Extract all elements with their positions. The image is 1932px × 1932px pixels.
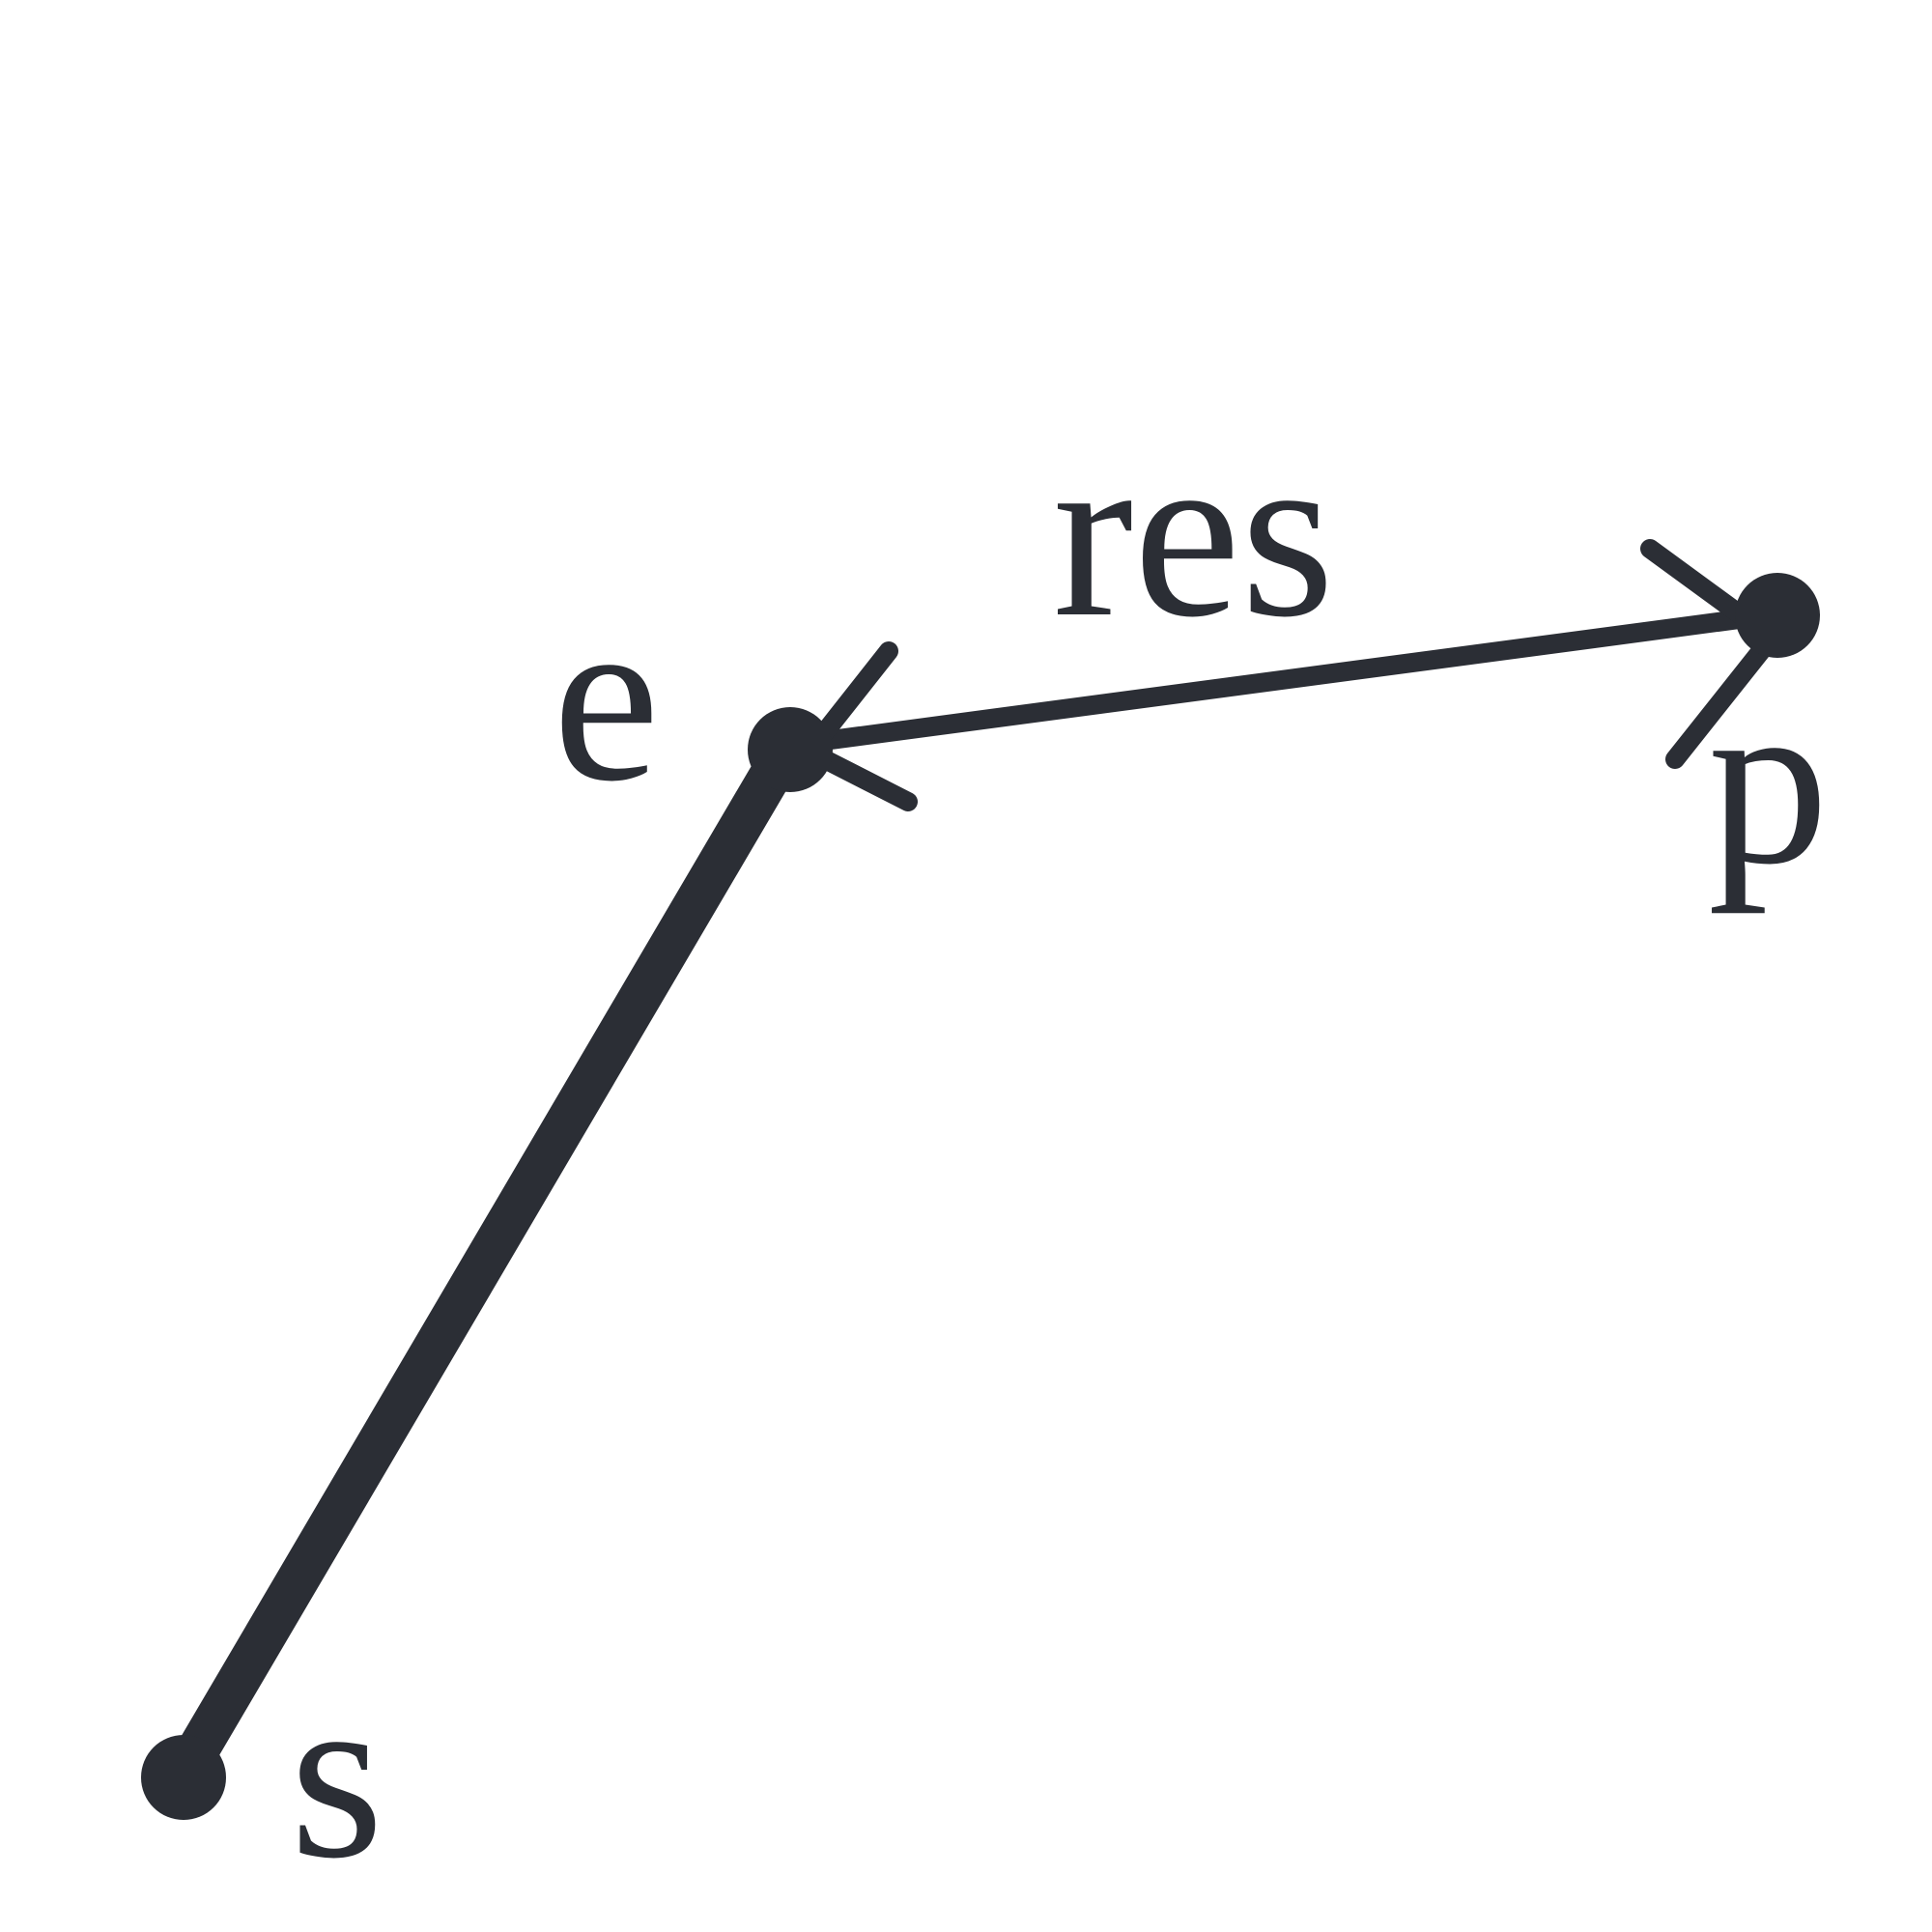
node-label-p: p xyxy=(1708,647,1829,915)
edge-e-p xyxy=(792,605,1785,753)
node-p xyxy=(1735,573,1820,658)
edge-s-e xyxy=(160,721,811,1799)
edge-label-res: res xyxy=(1053,400,1335,668)
node-label-s: s xyxy=(290,1641,384,1909)
node-s xyxy=(141,1735,226,1820)
node-e xyxy=(748,707,833,792)
node-label-e: e xyxy=(553,564,660,832)
